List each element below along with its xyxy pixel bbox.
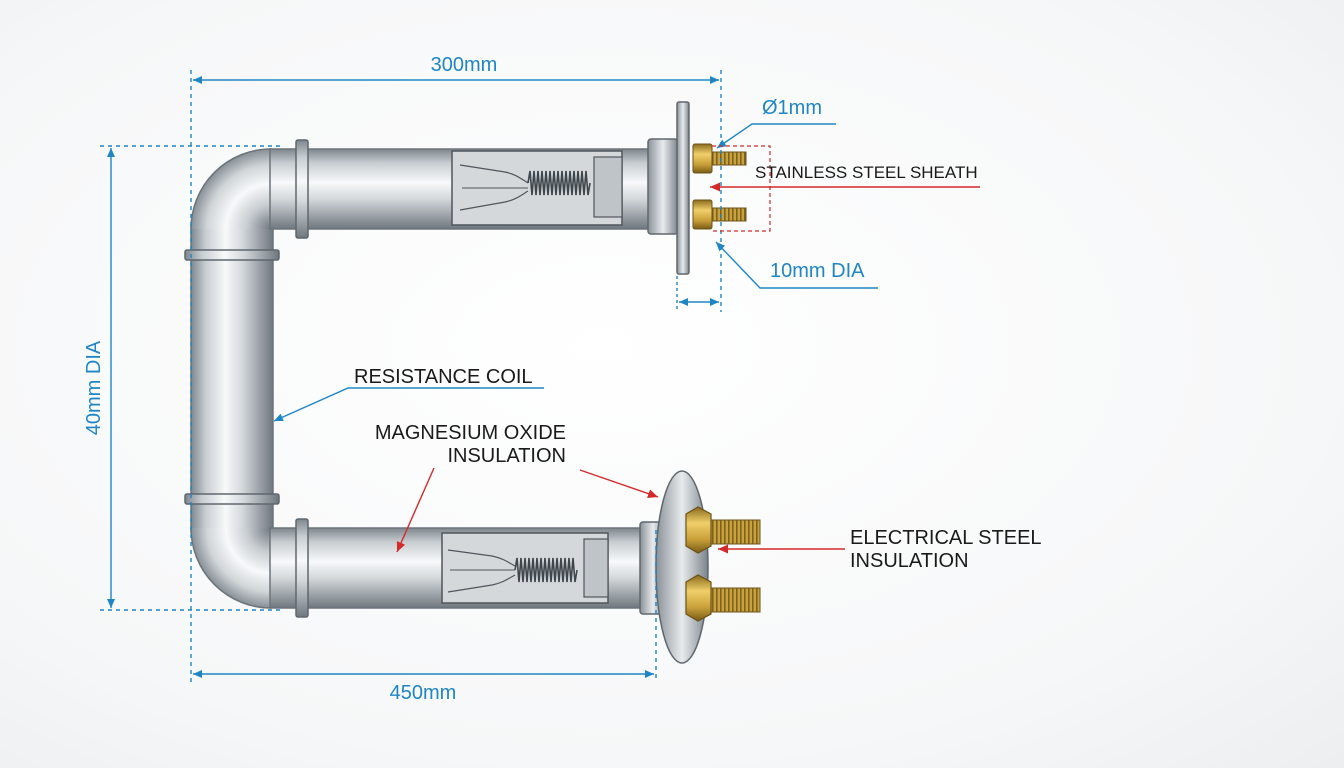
top-elbow [191,149,275,229]
terminal-nut [685,506,712,554]
bottom-length-label: 450mm [390,682,457,704]
insulation-leader-left [396,467,435,553]
height-label: 40mm DIA [83,340,105,435]
dimension-lines [100,70,878,682]
collar [184,249,280,261]
terminal-stud [709,587,761,613]
terminal-dia-leader [715,241,878,289]
terminal-stud [709,207,747,222]
insulation-leader-right [579,469,659,498]
bottom-elbow [191,528,275,608]
top-flange [676,101,690,275]
terminal-stud [709,519,761,545]
terminal-stud [709,151,747,166]
insulation-label-line2: INSULATION [447,445,566,467]
terminal-nut [692,143,713,174]
top-cutaway [451,150,623,226]
bottom-flange [655,470,709,664]
terminal-dia-label: 10mm DIA [770,260,865,282]
coil-label: RESISTANCE COIL [354,366,533,388]
insulation-label-line1: MAGNESIUM OXIDE [375,422,566,444]
sheath-label: STAINLESS STEEL SHEATH [755,163,978,182]
collar [184,493,280,505]
bottom-cutaway [441,532,609,604]
terminal-nut [692,199,713,230]
resistance-coil-top [527,170,591,196]
collar [295,139,309,239]
red-leaders [396,182,980,554]
bottom-terminal-assembly [639,470,761,664]
terminal-nut [685,574,712,622]
vertical-pipe [190,224,274,533]
electrical-label-line1: ELECTRICAL STEEL [850,527,1042,549]
pipe-assembly [184,101,761,664]
wire-dia-leader [716,123,836,149]
electrical-label-line2: INSULATION [850,550,969,572]
top-terminal-assembly [647,101,747,275]
wire-dia-label: Ø1mm [762,97,822,119]
sheath-bracket [712,145,771,232]
resistance-coil-bottom [514,557,578,583]
coil-leader [273,387,544,422]
collar [295,518,309,618]
top-length-label: 300mm [431,54,498,76]
